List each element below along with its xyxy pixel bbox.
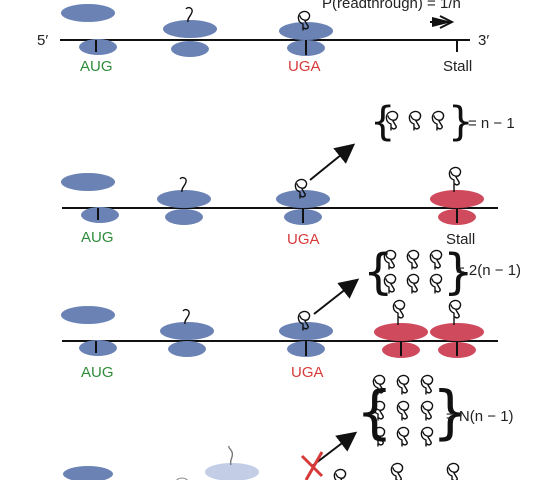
- nascent-peptide-icon: [179, 176, 187, 193]
- elongating-ribosome: [160, 308, 214, 357]
- equation-panel-3: = 2(n − 1): [456, 262, 521, 279]
- ribosome-at-stop: [276, 178, 330, 225]
- folded-peptide-icon: [408, 110, 422, 131]
- nascent-peptide-icon: [392, 299, 406, 320]
- stop-codon-label: UGA: [291, 364, 324, 381]
- panel-3: { } = 2(n − 1) AUG UGA: [61, 244, 521, 381]
- folded-peptide-icon: [420, 400, 434, 421]
- elongating-ribosome: [157, 176, 211, 225]
- direction-arrowhead-icon: [432, 17, 452, 27]
- folded-peptide-icon: [429, 273, 443, 294]
- stall-label: Stall: [443, 58, 472, 75]
- five-prime-label: 5′: [37, 32, 48, 49]
- probability-label: P(readthrough) = 1/n: [322, 0, 461, 12]
- right-brace: }: [432, 378, 469, 446]
- stop-codon-label: UGA: [287, 231, 320, 248]
- panel-2: { } = n − 1 AUG UGA: [61, 99, 515, 248]
- ribosome-small-subunit: [79, 340, 117, 356]
- ribosome-large-subunit: [61, 4, 115, 22]
- diagonal-arrow-icon: [309, 143, 356, 181]
- folded-peptide-icon: [396, 374, 410, 395]
- queued-ribosome: [374, 299, 428, 358]
- faint-ribosome-outline: [176, 477, 188, 480]
- equation-panel-2: = n − 1: [468, 115, 515, 132]
- diagonal-arrow-icon: [313, 278, 360, 315]
- right-brace: }: [448, 99, 473, 145]
- stalled-ribosome: [430, 299, 484, 358]
- ribosome-large-subunit: [63, 466, 113, 480]
- equation-panel-4: = N(n − 1): [446, 408, 514, 425]
- ribosome-small-subunit: [79, 39, 117, 55]
- start-codon-label: AUG: [81, 364, 114, 381]
- start-codon-label: AUG: [81, 229, 114, 246]
- folded-peptide-icon: [429, 249, 443, 270]
- folded-peptide-icon: [396, 400, 410, 421]
- nascent-peptide-icon: [185, 6, 193, 23]
- nascent-peptide-icon: [446, 462, 460, 480]
- folded-peptide-icon: [420, 426, 434, 447]
- nascent-peptide-icon: [448, 299, 462, 320]
- stalled-ribosome: [430, 166, 484, 225]
- red-x-icon: [300, 451, 324, 480]
- right-brace: }: [443, 244, 474, 300]
- faded-ribosome: [205, 445, 259, 480]
- start-codon-label: AUG: [80, 58, 113, 75]
- three-prime-label: 3′: [478, 32, 489, 49]
- ribosome-large-subunit: [61, 306, 115, 324]
- stall-label: Stall: [446, 231, 475, 248]
- folded-peptide-icon: [420, 374, 434, 395]
- panel-4: { } = N(n − 1): [63, 374, 514, 480]
- left-brace: {: [370, 99, 395, 145]
- ribosome-at-stop: [279, 310, 333, 357]
- folded-peptide-icon: [431, 110, 445, 131]
- stop-codon-label: UGA: [288, 58, 321, 75]
- folded-peptide-icon: [396, 426, 410, 447]
- elongating-ribosome: [163, 6, 217, 57]
- ribosome-large-subunit: [61, 173, 115, 191]
- diagonal-arrow-icon: [311, 431, 358, 467]
- ribosome-at-stop: [279, 10, 333, 56]
- nascent-peptide-icon: [448, 166, 462, 187]
- nascent-peptide-icon: [390, 462, 404, 480]
- folded-peptide-icon: [406, 273, 420, 294]
- panel-1: 5′ 3′ AUG UGA Stall P(readthrough) = 1/n: [37, 0, 489, 75]
- nascent-peptide-icon: [333, 468, 347, 480]
- folded-peptide-icon: [406, 249, 420, 270]
- ribosome-small-subunit: [81, 207, 119, 223]
- nascent-peptide-icon: [182, 308, 190, 325]
